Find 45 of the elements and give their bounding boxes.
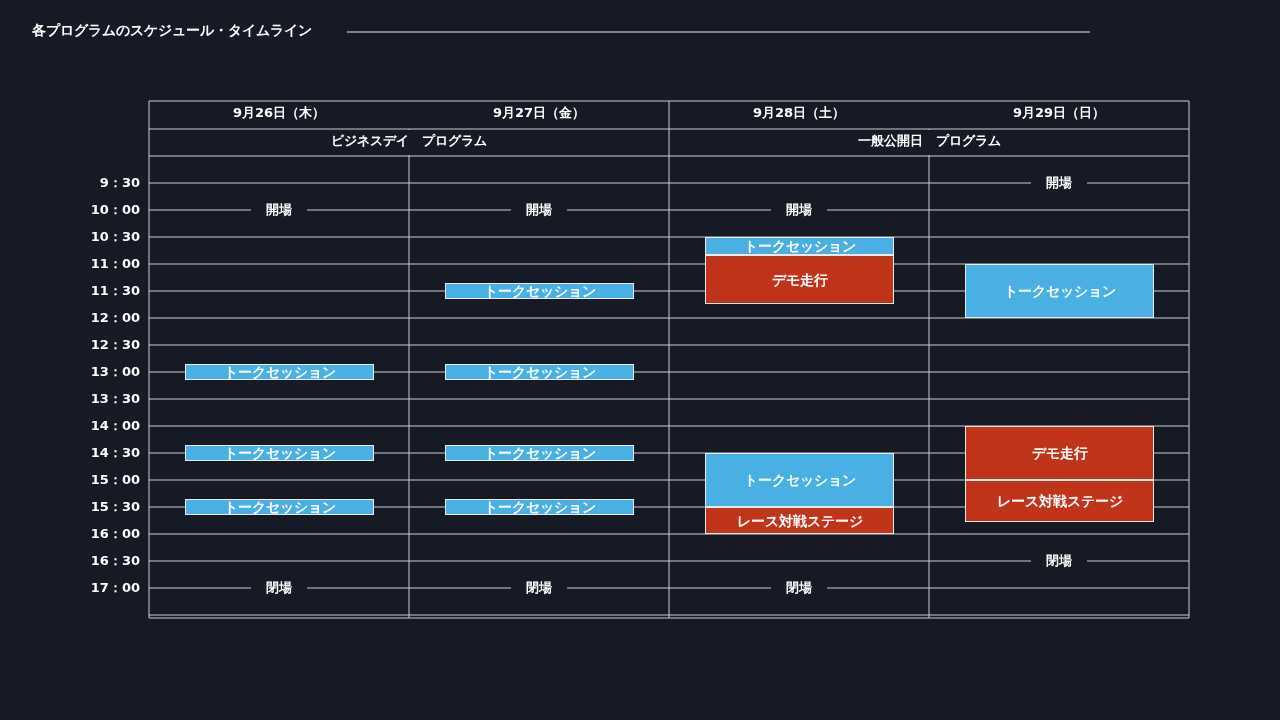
session-block: レース対戦ステージ	[705, 507, 894, 534]
status-label: 開場	[511, 201, 567, 219]
status-label: 閉場	[1031, 552, 1087, 570]
date-header: 9月26日（木）	[231, 104, 327, 122]
time-label: 14：30	[89, 444, 140, 462]
time-label: 12：00	[89, 309, 140, 327]
time-label: 15：00	[89, 471, 140, 489]
program-header: 一般公開日 プログラム	[856, 132, 1002, 150]
session-block: トークセッション	[445, 363, 634, 381]
session-block: トークセッション	[185, 498, 374, 516]
session-block: トークセッション	[445, 282, 634, 300]
session-block: トークセッション	[965, 264, 1154, 318]
status-label: 閉場	[771, 579, 827, 597]
status-label: 開場	[251, 201, 307, 219]
time-label: 14：00	[89, 417, 140, 435]
session-block: トークセッション	[445, 444, 634, 462]
session-block: トークセッション	[185, 444, 374, 462]
time-label: 11：30	[89, 282, 140, 300]
time-label: 13：00	[89, 363, 140, 381]
status-label: 閉場	[251, 579, 307, 597]
date-header: 9月28日（土）	[751, 104, 847, 122]
time-label: 16：30	[89, 552, 140, 570]
session-block: デモ走行	[705, 254, 894, 305]
status-label: 開場	[1031, 174, 1087, 192]
date-header: 9月27日（金）	[491, 104, 587, 122]
time-label: 17：00	[89, 579, 140, 597]
date-header: 9月29日（日）	[1011, 104, 1107, 122]
time-label: 10：30	[89, 228, 140, 246]
session-block: トークセッション	[705, 237, 894, 255]
time-label: 16：00	[89, 525, 140, 543]
time-label: 9：30	[98, 174, 140, 192]
time-label: 11：00	[89, 255, 140, 273]
page-title: 各プログラムのスケジュール・タイムライン	[32, 22, 312, 40]
session-block: レース対戦ステージ	[965, 480, 1154, 522]
program-header: ビジネスデイ プログラム	[330, 132, 488, 150]
session-block: トークセッション	[185, 363, 374, 381]
session-block: トークセッション	[705, 453, 894, 507]
session-block: トークセッション	[445, 498, 634, 516]
time-label: 13：30	[89, 390, 140, 408]
status-label: 開場	[771, 201, 827, 219]
time-label: 15：30	[89, 498, 140, 516]
status-label: 閉場	[511, 579, 567, 597]
session-block: デモ走行	[965, 426, 1154, 480]
time-label: 10：00	[89, 201, 140, 219]
time-label: 12：30	[89, 336, 140, 354]
